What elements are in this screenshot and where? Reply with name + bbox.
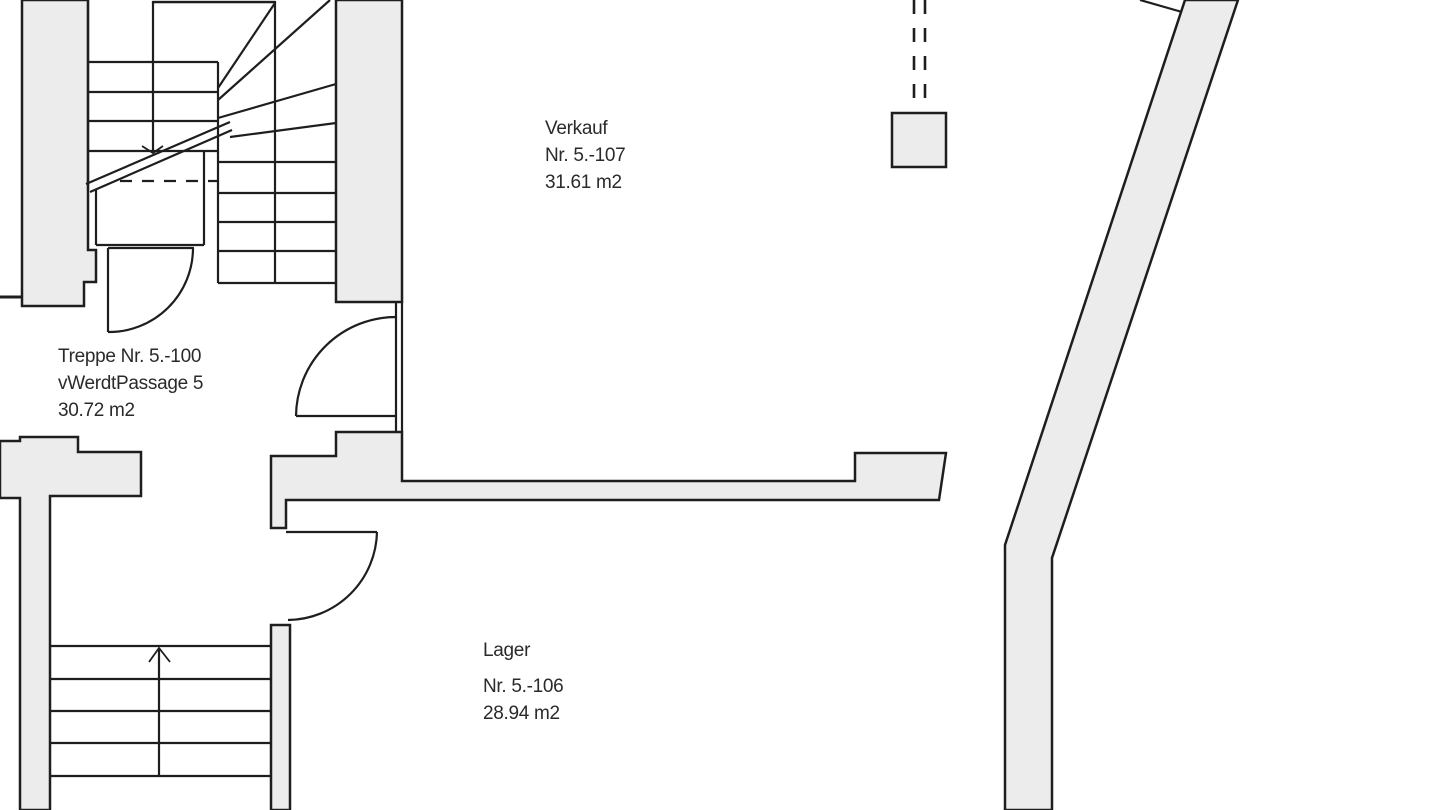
room-address: vWerdtPassage 5 (58, 373, 204, 394)
wall-left-upper (0, 0, 98, 308)
room-number: Nr. 5.-107 (545, 145, 626, 166)
door-verkauf (294, 302, 404, 432)
room-area: 31.61 m2 (545, 172, 622, 193)
room-name: Treppe Nr. 5.-100 (58, 346, 202, 367)
wall-left-middle (0, 435, 143, 810)
room-label-verkauf: Verkauf Nr. 5.-107 31.61 m2 (545, 115, 626, 196)
room-area: 30.72 m2 (58, 400, 135, 421)
wall-diagonal-right (1003, 0, 1240, 810)
upper-stair (85, 0, 337, 285)
door-stair-upper (106, 247, 195, 334)
column (890, 0, 948, 169)
room-label-treppe: Treppe Nr. 5.-100 vWerdtPassage 5 30.72 … (58, 343, 203, 424)
room-area: 28.94 m2 (483, 703, 560, 724)
room-name: Lager (483, 640, 531, 661)
lower-stair (50, 644, 271, 778)
wall-center-upper (334, 0, 404, 304)
room-name: Verkauf (545, 118, 608, 139)
room-label-lager: Lager Nr. 5.-106 28.94 m2 (483, 637, 564, 727)
room-number: Nr. 5.-106 (483, 676, 564, 697)
wall-verkauf-lager (269, 430, 948, 530)
door-lager (269, 530, 379, 810)
